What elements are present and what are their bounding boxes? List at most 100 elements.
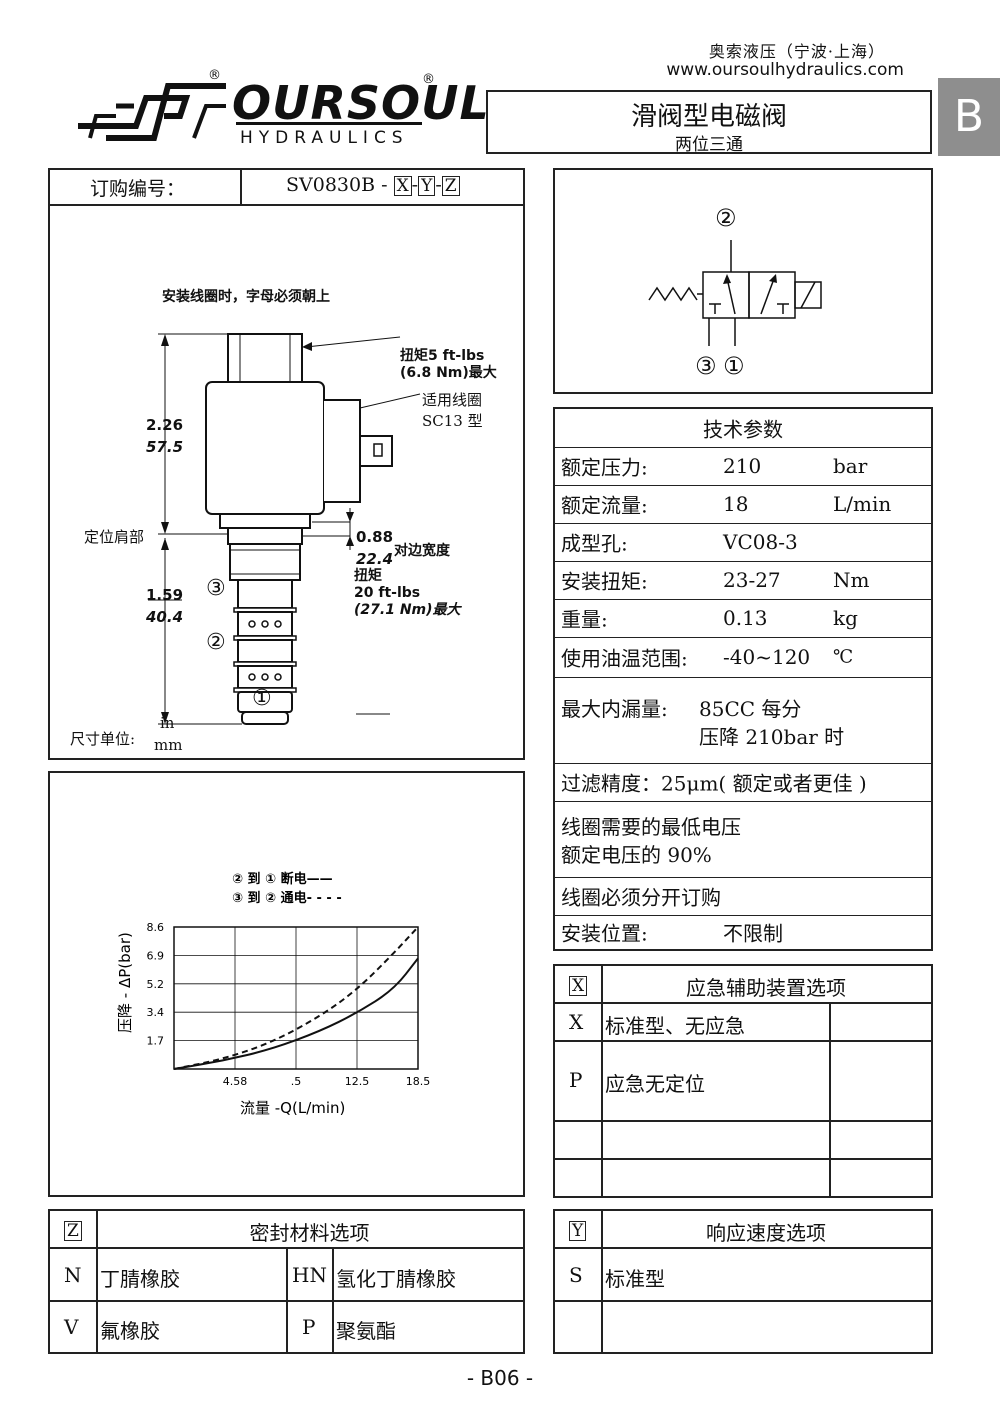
dim-body-in: 1.59 bbox=[146, 586, 184, 604]
coil-order-row: 线圈必须分开订购 bbox=[555, 877, 931, 916]
y-tick-label: 6.9 bbox=[147, 949, 165, 962]
symbol-port-1: ① bbox=[723, 352, 745, 380]
hex-width-label: 对边宽度 bbox=[394, 543, 450, 559]
page-title: 滑阀型电磁阀 bbox=[630, 102, 787, 132]
install-label: 安装位置: bbox=[561, 921, 648, 946]
dim-length-in: 2.26 bbox=[146, 416, 184, 434]
voltage-line2: 额定电压的 90% bbox=[561, 843, 712, 867]
legend-entry-1: ② 到 ① 断电—— bbox=[232, 871, 333, 887]
z-row-line bbox=[50, 1300, 523, 1302]
filter-row: 过滤精度：25μm( 额定或者更佳 ) bbox=[555, 763, 931, 802]
order-code-header: 订购编号： SV0830B - X-Y-Z bbox=[50, 170, 523, 206]
order-code-y: Y bbox=[418, 176, 436, 196]
option-y-row-desc: 标准型 bbox=[605, 1267, 665, 1291]
legend-entry-2: ③ 到 ② 通电- - - - bbox=[232, 890, 342, 906]
order-code-label: 订购编号： bbox=[90, 178, 186, 200]
z-row-line bbox=[50, 1247, 523, 1249]
y-tick-label: 3.4 bbox=[147, 1006, 165, 1019]
section-tab: B bbox=[938, 78, 1000, 156]
option-z-row-desc: 丁腈橡胶 bbox=[100, 1267, 180, 1291]
valve-schematic-icon bbox=[648, 240, 822, 346]
port-1-label: ① bbox=[252, 686, 272, 711]
y-tick-label: 8.6 bbox=[147, 921, 165, 934]
title-box: 滑阀型电磁阀 两位三通 bbox=[486, 90, 932, 155]
chart-series bbox=[173, 926, 419, 1070]
symbol-port-2: ② bbox=[715, 204, 737, 232]
tech-title: 技术参数 bbox=[703, 417, 783, 442]
option-y-title: 响应速度选项 bbox=[706, 1221, 826, 1245]
table-row: 额定压力: 210 bar bbox=[555, 447, 931, 486]
hydraulic-symbol-panel: ② ③ ① bbox=[553, 168, 933, 394]
spec-value: -40~120 bbox=[723, 645, 811, 669]
spec-label: 额定流量: bbox=[561, 493, 648, 518]
option-y-code: Y bbox=[569, 1221, 587, 1241]
table-row: 额定流量: 18 L/min bbox=[555, 485, 931, 524]
body-torque: 扭矩 20 ft-lbs (27.1 Nm)最大 bbox=[354, 568, 461, 619]
x-tick-label: .5 bbox=[291, 1075, 302, 1088]
shoulder-label: 定位肩部 bbox=[84, 528, 145, 546]
order-code: SV0830B - X-Y-Z bbox=[286, 174, 460, 196]
pressure-drop-chart: ② 到 ① 断电—— ③ 到 ② 通电- - - - 8.6 6.9 5.2 3.4 1… bbox=[116, 871, 431, 1117]
filter-text: 过滤精度：25μm( 额定或者更佳 ) bbox=[561, 771, 867, 796]
option-z-row-code: N bbox=[64, 1263, 82, 1287]
option-x-code: X bbox=[569, 976, 588, 996]
order-drawing-panel: 订购编号： SV0830B - X-Y-Z bbox=[48, 168, 525, 760]
company-name: 奥索液压（宁波·上海） bbox=[708, 42, 885, 61]
coil-nut-torque-line2: (6.8 Nm)最大 bbox=[400, 365, 497, 381]
y-tick-label: 5.2 bbox=[147, 978, 165, 991]
x-row-line bbox=[555, 1120, 931, 1122]
brand-logo-icon bbox=[78, 83, 226, 141]
spec-unit: kg bbox=[833, 606, 858, 630]
y-axis-label: 压降 - ΔP(bar) bbox=[116, 932, 134, 1033]
option-z-title: 密封材料选项 bbox=[249, 1221, 370, 1245]
option-z-row-code: P bbox=[302, 1315, 316, 1339]
hex-width-mm: 22.4 bbox=[356, 550, 394, 568]
spec-label: 成型孔: bbox=[561, 531, 628, 556]
port-2-label: ② bbox=[206, 630, 226, 655]
option-x-row-desc: 标准型、无应急 bbox=[605, 1014, 745, 1038]
spec-unit: Nm bbox=[833, 568, 870, 592]
leakage-line1: 85CC 每分 bbox=[699, 697, 802, 721]
x-axis-label: 流量 -Q(L/min) bbox=[240, 1099, 345, 1117]
body-torque-line1: 扭矩 bbox=[354, 568, 382, 584]
z-col-line bbox=[96, 1211, 98, 1352]
order-divider bbox=[240, 170, 242, 204]
spec-label: 额定压力: bbox=[561, 455, 648, 480]
brand-underline bbox=[236, 122, 422, 125]
coil-spec-line2: SC13 型 bbox=[422, 412, 483, 430]
spec-value: 0.13 bbox=[723, 606, 768, 630]
leakage-line2: 压降 210bar 时 bbox=[699, 725, 845, 749]
order-code-x: X bbox=[393, 176, 412, 196]
registered-mark-2: ® bbox=[422, 72, 435, 87]
spec-value: 23-27 bbox=[723, 568, 781, 592]
table-row: 安装扭矩: 23-27 Nm bbox=[555, 561, 931, 600]
coil-spec: 适用线圈 SC13 型 bbox=[422, 390, 483, 432]
x-row-line bbox=[555, 1158, 931, 1160]
body-torque-line3: (27.1 Nm)最大 bbox=[354, 602, 461, 618]
z-col-line-3 bbox=[332, 1247, 334, 1352]
order-code-z: Z bbox=[441, 176, 460, 196]
leakage-row: 最大内漏量: 85CC 每分 压降 210bar 时 bbox=[555, 677, 931, 764]
option-z-row-desc: 聚氨酯 bbox=[336, 1319, 396, 1343]
option-z-row-desc: 氟橡胶 bbox=[100, 1319, 160, 1343]
option-x-row-desc: 应急无定位 bbox=[605, 1072, 705, 1096]
voltage-line1: 线圈需要的最低电压 bbox=[561, 815, 741, 839]
z-col-line-2 bbox=[286, 1247, 288, 1352]
option-y-row-code: S bbox=[569, 1263, 583, 1287]
brand-name: OURSOUL bbox=[232, 76, 490, 130]
spec-value: VC08-3 bbox=[723, 530, 798, 554]
hex-width-in: 0.88 bbox=[356, 528, 394, 546]
option-z-row-desc: 氢化丁腈橡胶 bbox=[336, 1267, 456, 1291]
option-z-row-code: HN bbox=[292, 1263, 327, 1287]
option-x-row-code: P bbox=[569, 1068, 583, 1092]
option-x-table: X 应急辅助装置选项 X 标准型、无应急 P 应急无定位 bbox=[553, 964, 933, 1198]
y-tick-label: 1.7 bbox=[147, 1035, 165, 1048]
y-col-line bbox=[601, 1211, 603, 1352]
drawing-note: 安装线圈时，字母必须朝上 bbox=[162, 289, 330, 305]
option-x-title: 应急辅助装置选项 bbox=[686, 976, 846, 1000]
spec-unit: ℃ bbox=[833, 646, 854, 668]
x-col-line-2 bbox=[829, 1002, 831, 1196]
body-torque-line2: 20 ft-lbs bbox=[354, 585, 421, 601]
port-3-label: ③ bbox=[206, 576, 226, 601]
